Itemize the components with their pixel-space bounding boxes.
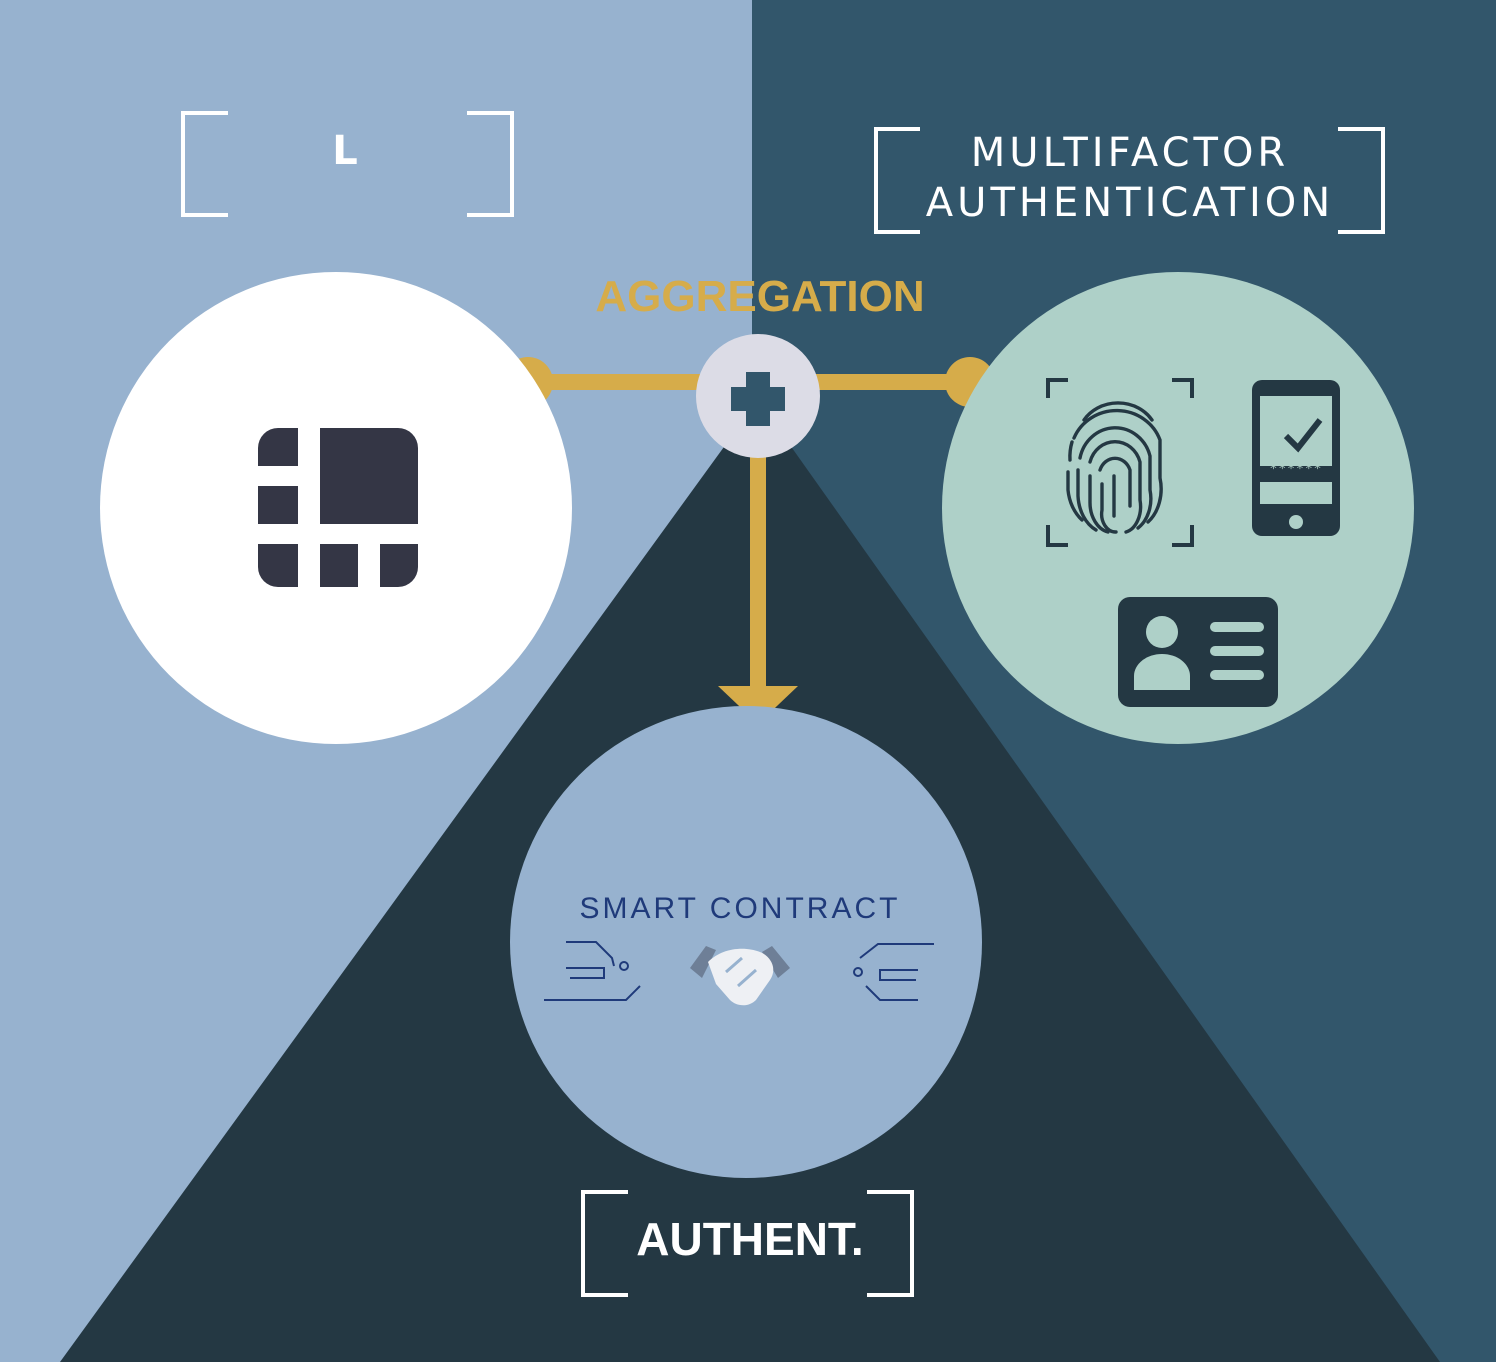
handshake-icon <box>690 946 790 1006</box>
aggregation-title: AGGREGATION <box>595 272 925 321</box>
authent-label: AUTHENT. <box>636 1213 864 1265</box>
circuit-left-icon <box>544 941 641 1001</box>
plus-icon <box>731 372 785 426</box>
bracket-mfa <box>874 127 1385 234</box>
circuit-right-icon <box>853 943 934 1001</box>
multifactor-label-line1: MULTIFACTOR <box>970 130 1290 176</box>
password-mask: ****** <box>1269 462 1323 477</box>
arrow-head <box>718 686 798 724</box>
fingerprint-frame <box>1046 378 1194 547</box>
fingerprint-icon <box>1066 401 1163 534</box>
bracket-left <box>181 111 514 217</box>
id-card-icon <box>1118 597 1278 707</box>
left-bracket-label: L <box>332 128 358 174</box>
phone-check-icon <box>1252 380 1340 536</box>
bracket-bottom <box>581 1190 914 1297</box>
circle-bottom <box>510 706 982 1178</box>
multifactor-label-line2: AUTHENTICATION <box>925 180 1335 226</box>
smart-contract-title: SMART CONTRACT <box>579 892 901 925</box>
multifactor-authentication-label: MULTIFACTOR AUTHENTICATION <box>890 128 1370 228</box>
ledger-grid-icon <box>258 428 418 587</box>
